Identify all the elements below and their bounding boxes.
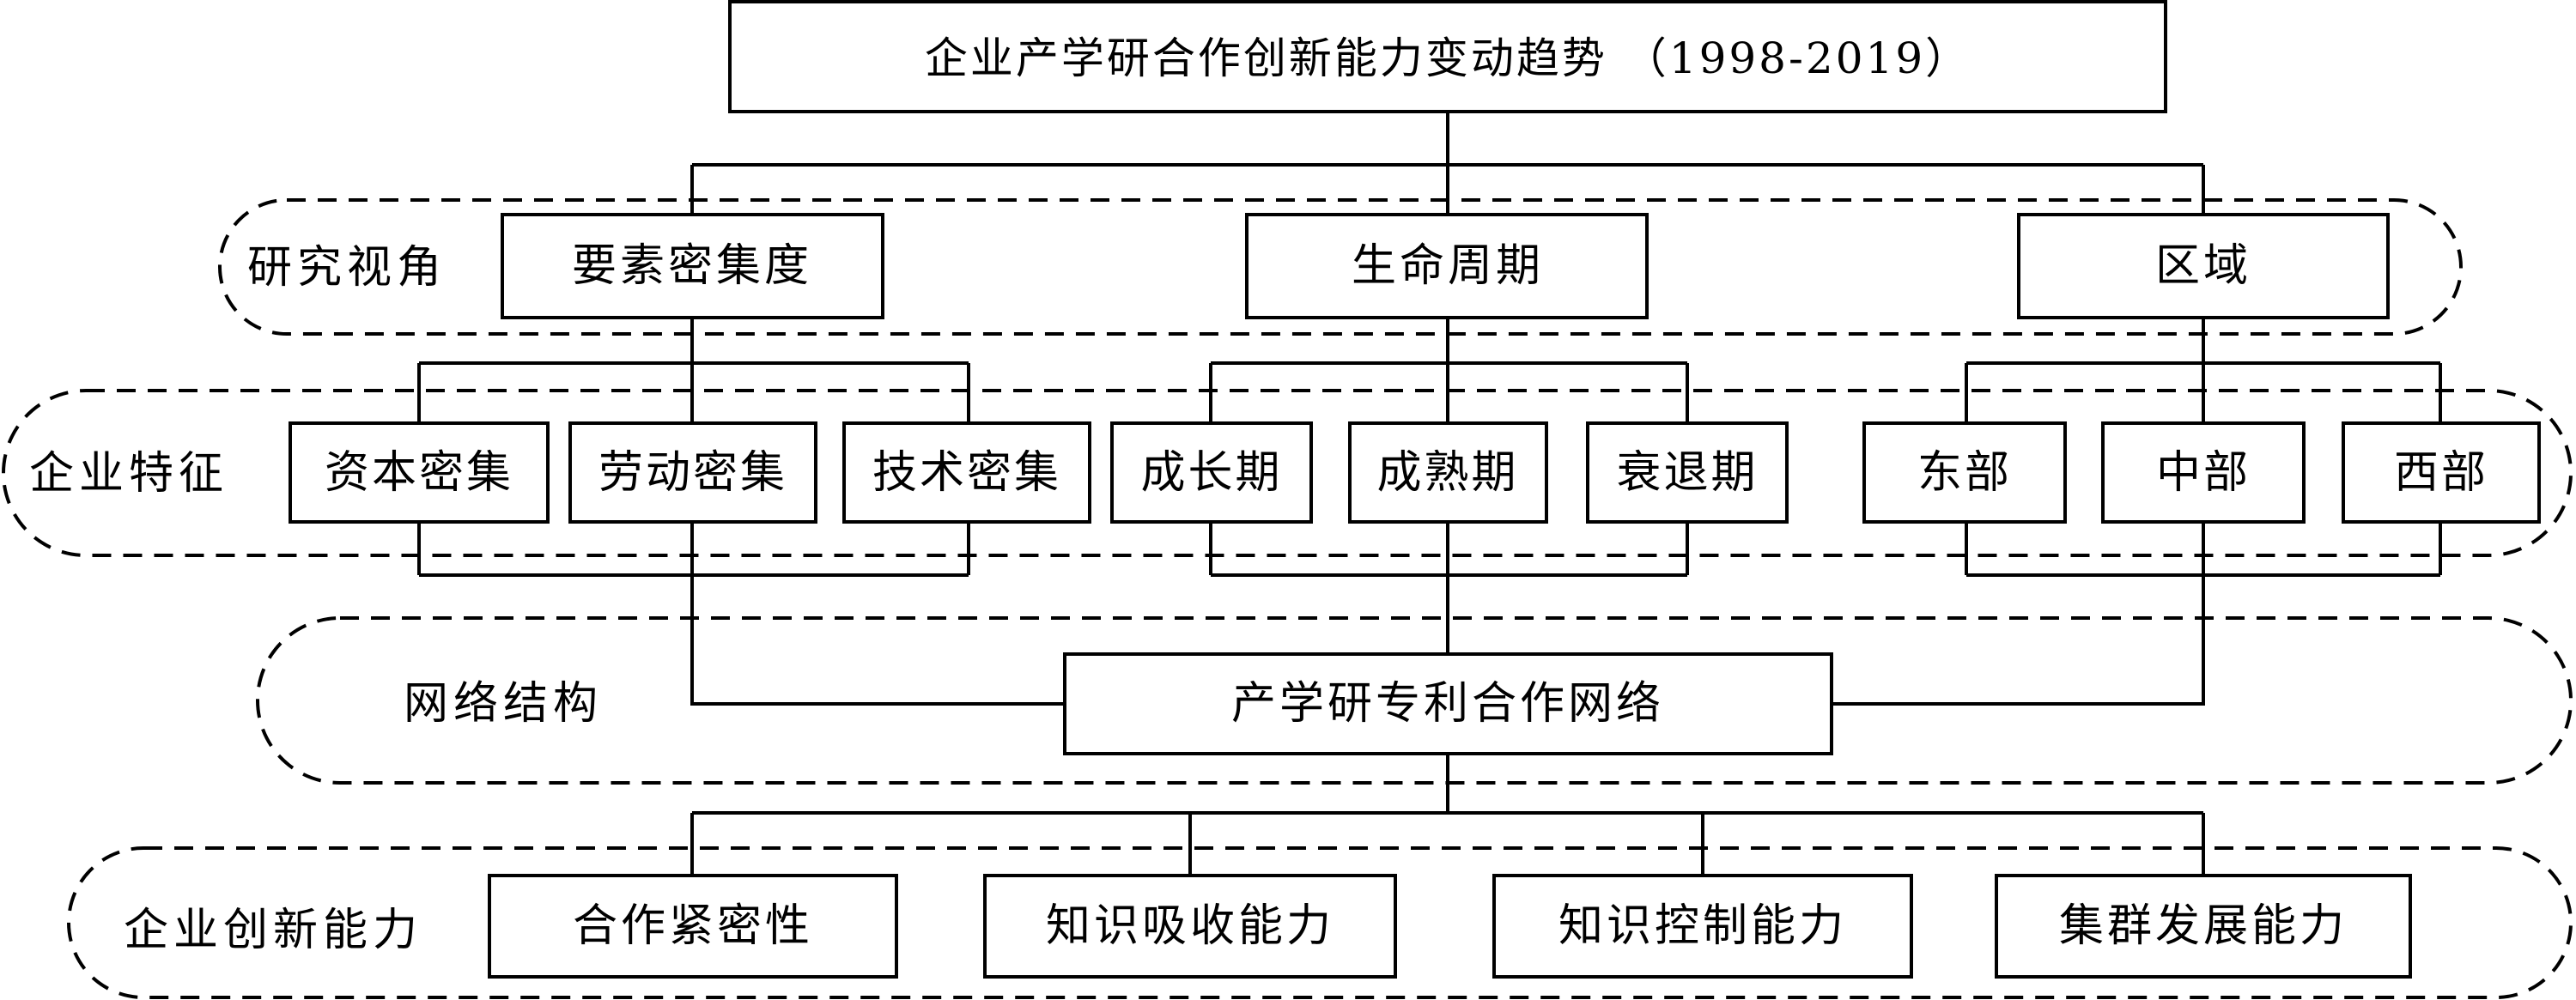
perspective-label-life-cycle: 生命周期 [1352, 240, 1544, 292]
feature-label-decline-stage: 衰退期 [1616, 447, 1758, 499]
capability-label-knowledge-absorption: 知识吸收能力 [1046, 900, 1334, 952]
capability-box-cooperation-closeness [488, 874, 898, 979]
feature-box-growth-stage [1110, 421, 1313, 524]
lane-perspective-outline [218, 198, 2463, 336]
feature-label-east: 东部 [1917, 447, 2012, 499]
title-box [728, 0, 2167, 113]
lane-innovation-outline [67, 846, 2573, 999]
feature-label-central: 中部 [2156, 447, 2251, 499]
feature-label-west: 西部 [2394, 447, 2488, 499]
lane-network-outline [256, 616, 2573, 785]
wire-region-to-network [1832, 522, 2205, 706]
lane-label-innovation: 企业创新能力 [124, 905, 422, 956]
lane-label-features: 企业特征 [29, 448, 228, 500]
network-box [1063, 652, 1833, 755]
perspective-box-life-cycle [1245, 213, 1649, 319]
wire-factor-to-network [690, 522, 1065, 706]
perspective-label-factor-intensity: 要素密集度 [572, 240, 812, 292]
feature-label-tech-intensive: 技术密集 [872, 447, 1061, 499]
capability-label-cooperation-closeness: 合作紧密性 [573, 900, 813, 952]
lane-label-perspective: 研究视角 [247, 242, 447, 294]
lane-label-network: 网络结构 [404, 678, 603, 730]
feature-box-west [2342, 421, 2541, 524]
feature-box-decline-stage [1586, 421, 1789, 524]
capability-box-knowledge-absorption [983, 874, 1397, 979]
feature-box-central [2101, 421, 2306, 524]
feature-box-capital-intensive [289, 421, 550, 524]
capability-box-knowledge-control [1492, 874, 1913, 979]
connector-lines [417, 112, 2442, 876]
capability-box-cluster-development [1995, 874, 2412, 979]
feature-label-growth-stage: 成长期 [1140, 447, 1282, 499]
feature-box-labor-intensive [568, 421, 817, 524]
feature-box-mature-stage [1348, 421, 1548, 524]
perspective-box-factor-intensity [501, 213, 884, 319]
feature-label-mature-stage: 成熟期 [1376, 447, 1518, 499]
network-label: 产学研专利合作网络 [1231, 678, 1664, 730]
feature-label-labor-intensive: 劳动密集 [598, 447, 787, 499]
diagram-title: 企业产学研合作创新能力变动趋势 （1998-2019） [925, 33, 1971, 83]
perspective-box-region [2017, 213, 2390, 319]
capability-label-cluster-development: 集群发展能力 [2059, 900, 2348, 952]
perspective-label-region: 区域 [2155, 240, 2251, 292]
feature-box-east [1862, 421, 2067, 524]
capability-label-knowledge-control: 知识控制能力 [1558, 900, 1847, 952]
feature-label-capital-intensive: 资本密集 [325, 447, 513, 499]
feature-box-tech-intensive [842, 421, 1091, 524]
